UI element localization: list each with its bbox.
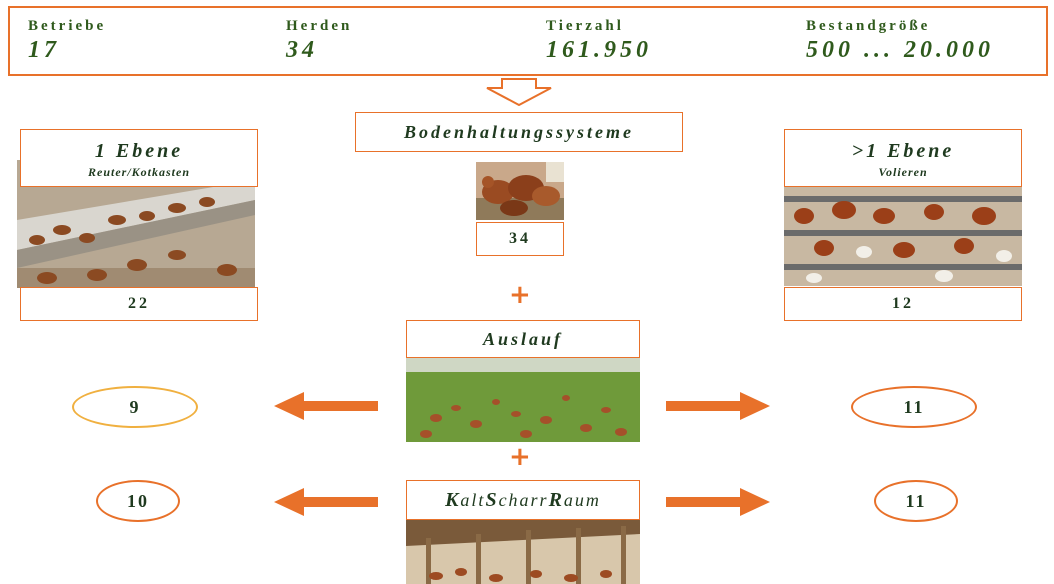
center-count-box: 34 (476, 222, 564, 256)
right-ksr-oval: 11 (874, 480, 958, 522)
plus-sign: + (509, 442, 531, 472)
center-count: 34 (509, 230, 531, 247)
stat-label: Tierzahl (546, 18, 624, 34)
stat-herden: Herden 34 (286, 18, 352, 64)
left-subtitle: Reuter/Kotkasten (87, 165, 190, 179)
left-title-box: 1 Ebene Reuter/Kotkasten (20, 129, 258, 187)
right-arrow-icon (666, 392, 770, 420)
right-title-box: >1 Ebene Volieren (784, 129, 1022, 187)
ksr-title-box: KaltScharrRaum (406, 480, 640, 520)
stats-bar: Betriebe 17 Herden 34 Tierzahl 161.950 B… (8, 6, 1048, 76)
stat-bestandgroesse: Bestandgröße 500 ... 20.000 (806, 18, 994, 64)
left-ksr-oval: 10 (96, 480, 180, 522)
right-hens-photo (784, 186, 1022, 286)
right-arrow-icon (666, 488, 770, 516)
ksr-r: R (548, 489, 564, 511)
plus-sign: + (509, 280, 531, 310)
stat-label: Betriebe (28, 18, 107, 34)
left-arrow-icon (274, 392, 378, 420)
center-title: Bodenhaltungssysteme (403, 122, 635, 142)
left-arrow-icon (274, 488, 378, 516)
right-title: >1 Ebene (851, 140, 955, 162)
left-auslauf-oval: 9 (72, 386, 198, 428)
center-title-box: Bodenhaltungssysteme (355, 112, 683, 152)
auslauf-title-box: Auslauf (406, 320, 640, 358)
center-hens-photo (476, 162, 564, 220)
stat-value: 17 (28, 37, 60, 63)
ksr-aum: aum (563, 490, 601, 510)
ksr-alt: alt (460, 490, 486, 510)
stat-betriebe: Betriebe 17 (28, 18, 106, 64)
stat-tierzahl: Tierzahl 161.950 (546, 18, 652, 64)
ksr-s: S (485, 489, 499, 511)
stat-label: Herden (286, 18, 353, 34)
right-subtitle: Volieren (878, 165, 928, 179)
left-title: 1 Ebene (94, 140, 184, 162)
stat-value: 161.950 (546, 37, 652, 63)
right-count: 12 (892, 295, 914, 312)
auslauf-title: Auslauf (482, 329, 564, 349)
left-count: 22 (128, 295, 150, 312)
ksr-charr: charr (498, 490, 549, 510)
ksr-k: K (445, 489, 461, 511)
auslauf-photo (406, 358, 640, 442)
right-auslauf-oval: 11 (851, 386, 977, 428)
right-count-box: 12 (784, 287, 1022, 321)
stat-label: Bestandgröße (806, 18, 931, 34)
ksr-photo (406, 520, 640, 584)
down-arrow-icon (486, 78, 552, 106)
stat-value: 500 ... 20.000 (806, 37, 994, 63)
stat-value: 34 (286, 37, 318, 63)
left-count-box: 22 (20, 287, 258, 321)
